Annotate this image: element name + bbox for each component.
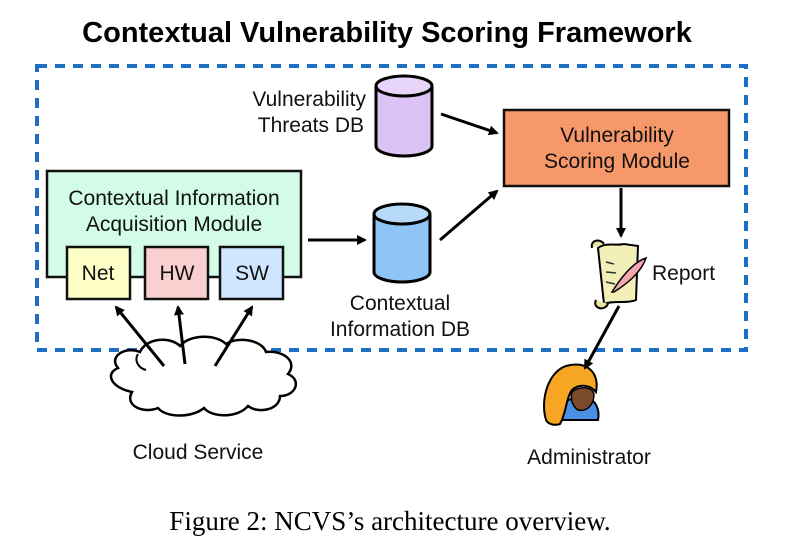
hw-collector: HW bbox=[143, 245, 210, 301]
net-label: Net bbox=[82, 262, 115, 285]
scoring-module: Vulnerability Scoring Module bbox=[502, 108, 731, 188]
cloud-service-label: Cloud Service bbox=[133, 441, 264, 464]
report-label: Report bbox=[652, 262, 715, 285]
arrow-contextdb-to-scoring bbox=[439, 189, 499, 242]
threats-db-label-2: Threats DB bbox=[258, 114, 364, 137]
arrow-report-to-admin bbox=[583, 305, 621, 370]
database-icon bbox=[374, 74, 434, 158]
acquisition-module: Contextual Information Acquisition Modul… bbox=[45, 169, 303, 301]
administrator: Administrator bbox=[527, 363, 651, 469]
acquisition-module-label-1: Contextual Information bbox=[68, 187, 279, 210]
scoring-module-label-2: Scoring Module bbox=[544, 150, 690, 173]
sw-label: SW bbox=[235, 262, 269, 285]
context-db-label-1: Contextual bbox=[350, 292, 450, 315]
arrow-cloud-to-sw bbox=[213, 305, 254, 367]
scoring-module-label-1: Vulnerability bbox=[560, 124, 674, 147]
sw-collector: SW bbox=[218, 245, 285, 301]
cloud-icon bbox=[109, 335, 298, 417]
diagram-title: Contextual Vulnerability Scoring Framewo… bbox=[82, 17, 693, 49]
context-db-label-2: Information DB bbox=[330, 318, 470, 341]
figure-caption: Figure 2: NCVS’s architecture overview. bbox=[169, 506, 610, 536]
administrator-label: Administrator bbox=[527, 446, 651, 469]
hw-label: HW bbox=[160, 262, 195, 285]
arrow-threats-to-scoring bbox=[440, 112, 499, 136]
acquisition-module-label-2: Acquisition Module bbox=[86, 213, 262, 236]
context-db: Contextual Information DB bbox=[330, 202, 470, 341]
threats-db: Vulnerability Threats DB bbox=[252, 74, 434, 158]
database-icon bbox=[372, 202, 432, 284]
net-collector: Net bbox=[65, 245, 132, 301]
arrow-cloud-to-net bbox=[114, 305, 166, 367]
arrow-cloud-to-hw bbox=[174, 305, 187, 365]
user-avatar-icon bbox=[543, 363, 600, 426]
framework-boundary bbox=[35, 64, 748, 352]
report: Report bbox=[590, 239, 715, 310]
threats-db-label-1: Vulnerability bbox=[252, 88, 366, 111]
cloud-service: Cloud Service bbox=[109, 335, 298, 464]
scroll-quill-icon bbox=[590, 239, 648, 310]
